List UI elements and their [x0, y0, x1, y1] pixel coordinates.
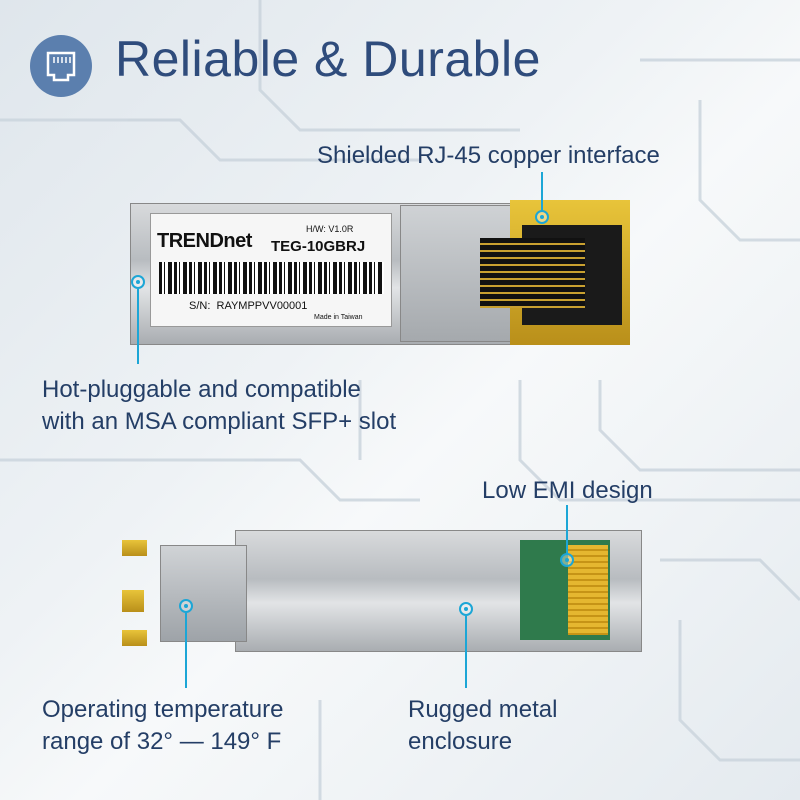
gold-pin: [122, 590, 144, 612]
gold-pin: [122, 540, 147, 556]
callout-low-emi: Low EMI design: [482, 477, 653, 504]
callout-line: [137, 289, 139, 364]
callout-enclosure: Rugged metal enclosure: [408, 694, 557, 758]
brand-logo: TRENDnet: [157, 230, 252, 252]
callout-dot: [179, 599, 193, 613]
callout-line-2: range of 32° — 149° F: [42, 728, 282, 755]
callout-line-1: Operating temperature: [42, 696, 284, 723]
gold-pin: [122, 630, 147, 646]
callout-line-1: Hot-pluggable and compatible: [42, 376, 361, 403]
page-title: Reliable & Durable: [115, 31, 541, 87]
callout-line: [541, 172, 543, 212]
callout-line-2: with an MSA compliant SFP+ slot: [42, 408, 397, 435]
module-latch: [160, 545, 247, 642]
callout-dot: [131, 275, 145, 289]
callout-dot: [459, 602, 473, 616]
barcode: [159, 262, 384, 294]
callout-hot-pluggable: Hot-pluggable and compatible with an MSA…: [42, 374, 396, 438]
callout-line-1: Rugged metal: [408, 696, 558, 723]
product-label: TRENDnet H/W: V1.0R TEG-10GBRJ S/N: RAYM…: [150, 213, 392, 327]
rj45-contacts: [480, 238, 585, 308]
origin: Made in Taiwan: [314, 314, 363, 321]
callout-line: [465, 616, 467, 688]
callout-rj45: Shielded RJ-45 copper interface: [317, 142, 660, 169]
callout-dot: [560, 553, 574, 567]
edge-contacts: [568, 545, 608, 635]
callout-line-2: enclosure: [408, 728, 513, 755]
callout-line: [185, 613, 187, 688]
hw-version: H/W: V1.0R: [306, 224, 354, 234]
callout-dot: [535, 210, 549, 224]
model-number: TEG-10GBRJ: [271, 238, 366, 255]
serial-number: S/N: RAYMPPVV00001: [189, 300, 308, 312]
callout-temperature: Operating temperature range of 32° — 149…: [42, 694, 283, 758]
callout-line: [566, 505, 568, 555]
ethernet-port-icon: [30, 35, 92, 97]
